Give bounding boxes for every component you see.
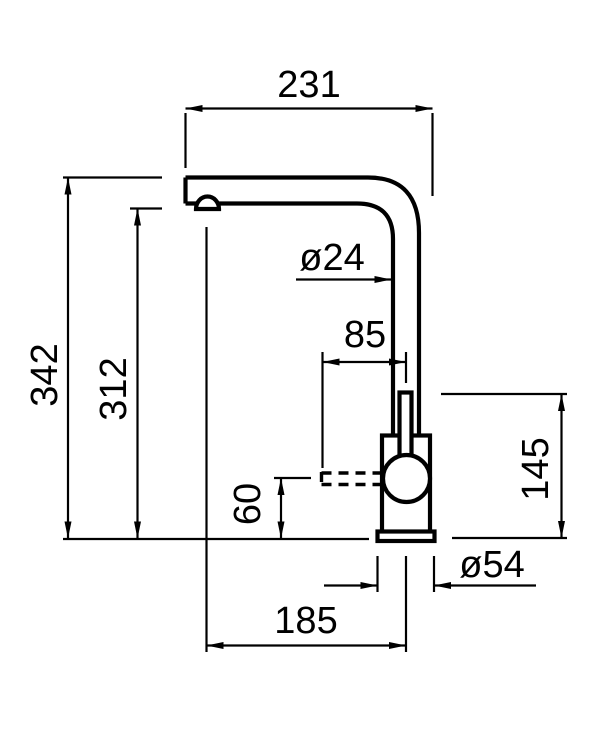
dimension-spout-reach-top: 231 (184, 64, 434, 196)
dimension-label-60: 60 (227, 483, 269, 525)
dimension-label-85: 85 (344, 314, 386, 356)
lever-alternate-position (319, 471, 381, 487)
dimension-base-diameter: ø54 (324, 544, 536, 652)
dimension-label-145: 145 (515, 437, 557, 500)
dimension-label-342: 342 (24, 343, 66, 406)
spout-outer-edge (185, 175, 422, 436)
dimension-outlet-offset: 185 (205, 227, 406, 652)
dimension-label-o54: ø54 (459, 544, 524, 586)
dimension-spout-tube-diameter: ø24 (296, 237, 392, 283)
dimension-lever-clearance: 60 (227, 476, 311, 539)
spout-inner-edge (185, 201, 396, 436)
base-flange (375, 529, 437, 544)
dimension-label-231: 231 (277, 64, 340, 106)
dimension-label-185: 185 (274, 600, 337, 642)
dimension-spout-outlet-height: 312 (93, 207, 162, 539)
dimension-overall-height: 342 (24, 176, 162, 539)
dimension-handle-height: 145 (441, 392, 567, 540)
ball-joint-circle (380, 452, 433, 505)
dimension-label-312: 312 (93, 357, 135, 420)
dimension-handle-to-axis: 85 (321, 314, 408, 468)
dimension-label-o24: ø24 (299, 237, 364, 279)
faucet-outline (63, 175, 437, 544)
aerator-nozzle (193, 194, 222, 212)
